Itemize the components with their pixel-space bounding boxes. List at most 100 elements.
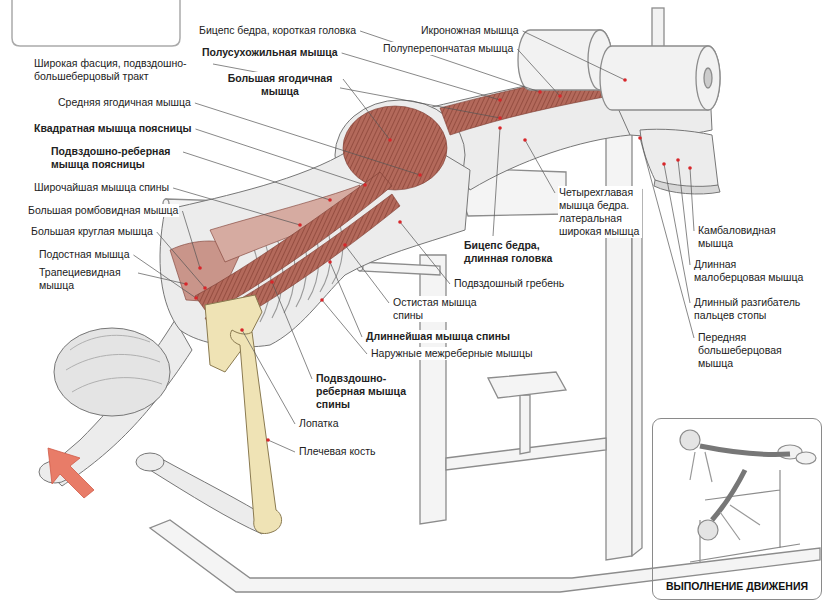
muscle-label: Средняя ягодичная мышца — [57, 96, 192, 109]
leader-line — [360, 31, 540, 92]
roller — [518, 8, 720, 110]
inset-sketch — [680, 430, 816, 562]
muscle — [170, 72, 700, 332]
muscle-label: Большая круглая мышца — [30, 225, 154, 238]
leader-dot — [558, 94, 562, 98]
frame-corner — [12, 0, 180, 46]
roller — [652, 8, 664, 48]
inset-sketch — [700, 446, 790, 455]
leader-line — [330, 262, 362, 337]
leader-line — [322, 300, 367, 354]
roller — [600, 46, 720, 110]
muscle-label: Подвздошно-реберная мышца поясницы — [50, 145, 180, 171]
leader-dot — [662, 162, 666, 166]
leader-dot — [498, 126, 502, 130]
muscle-label: Большая ягодичная мышца — [220, 72, 340, 98]
leader-dot — [418, 173, 422, 177]
leader-line — [640, 138, 694, 338]
muscle-label: Четырехглавая мышца бедра. латеральная ш… — [558, 186, 642, 238]
leader-dot — [638, 136, 642, 140]
muscle-label: Наружные межреберные мышцы — [370, 347, 534, 360]
muscle-label: Большая ромбовидная мышца — [27, 204, 179, 217]
leader-line — [342, 53, 500, 100]
body-outline — [39, 68, 720, 534]
leader-dot — [270, 280, 274, 284]
leader-line — [213, 64, 500, 118]
leader-dot — [298, 223, 302, 227]
leader-dot — [328, 198, 332, 202]
inset-caption: ВЫПОЛНЕНИЕ ДВИЖЕНИЯ — [664, 580, 810, 593]
leader-dot — [498, 98, 502, 102]
inset-sketch — [698, 520, 718, 540]
muscle-label: Плечевая кость — [298, 445, 376, 458]
muscle-label: Полусухожильная мышца — [201, 46, 339, 59]
leader-dot — [320, 298, 324, 302]
muscle-label: Трапециевидная мышца — [38, 266, 135, 292]
muscle-label: Широкая фасция, подвздошно- большеберцов… — [33, 57, 210, 83]
leader-dot — [538, 90, 542, 94]
leader-line — [345, 245, 389, 303]
leader-dot — [194, 296, 198, 300]
muscle — [343, 106, 447, 190]
muscle-label: Бицепс бедра, короткая головка — [198, 24, 357, 37]
leader-dot — [203, 286, 207, 290]
roller — [696, 46, 720, 110]
leader-line — [242, 330, 295, 424]
body-outline — [66, 335, 162, 392]
leader-dot — [388, 138, 392, 142]
leader-dot — [398, 220, 402, 224]
muscle-label: Подвздошный гребень — [453, 277, 565, 290]
muscle-label: Длинная малоберцовая мышца — [693, 258, 807, 284]
leader-line — [173, 188, 300, 225]
leader-line — [523, 31, 625, 80]
leader-dot — [688, 166, 692, 170]
bone — [205, 295, 282, 534]
bench-frame — [606, 196, 632, 560]
muscle-label: Квадратная мышца поясницы — [33, 122, 192, 135]
muscle — [195, 172, 392, 314]
leader-dot — [328, 260, 332, 264]
inset-box: ВЫПОЛНЕНИЕ ДВИЖЕНИЯ — [652, 418, 822, 600]
bench-frame — [150, 520, 820, 592]
leader-dot — [240, 328, 244, 332]
leader-line — [195, 103, 420, 175]
leader-line — [400, 222, 450, 284]
roller — [518, 30, 612, 90]
muscle-label: Лопатка — [298, 417, 340, 430]
leader-line — [182, 211, 200, 268]
inset-sketch — [796, 452, 816, 464]
leader-line — [272, 282, 312, 379]
muscle-label: Подвздошно-реберная мышца спины — [315, 372, 412, 411]
muscle-label: Остистая мышца спины — [392, 296, 484, 322]
body-outline — [54, 328, 170, 416]
body-outline — [136, 453, 164, 471]
leader-line — [690, 168, 694, 231]
muscle-label: Икроножная мышца — [420, 24, 520, 37]
leader-dot — [363, 183, 367, 187]
muscle-label: Полуперепончатая мышца — [382, 42, 514, 55]
leader-line — [138, 273, 186, 284]
inset-sketch — [680, 430, 700, 450]
leader-line — [195, 129, 365, 185]
inset-sketch — [690, 452, 712, 482]
inset-sketch — [712, 470, 745, 520]
leader-line — [268, 440, 295, 452]
muscle-label: Камбаловидная мышца — [697, 224, 781, 250]
leader-line — [343, 79, 390, 140]
leader-line — [157, 232, 205, 288]
leader-dot — [184, 282, 188, 286]
leader-dot — [198, 266, 202, 270]
roller — [704, 68, 712, 88]
inset-sketch — [690, 470, 800, 562]
direction-arrow — [48, 448, 94, 498]
bench-frame — [632, 190, 642, 556]
bone — [230, 330, 281, 534]
muscle-label: Передняя большеберцовая мышца — [697, 331, 791, 370]
inset-sketch — [720, 505, 760, 540]
bench-frame — [360, 262, 440, 275]
leader-dot — [676, 158, 680, 162]
muscle-label: Бицепс бедра, длинная головка — [463, 239, 570, 265]
muscle-label: Широчайшая мышца спины — [33, 181, 170, 194]
frame-corner — [12, 0, 180, 46]
